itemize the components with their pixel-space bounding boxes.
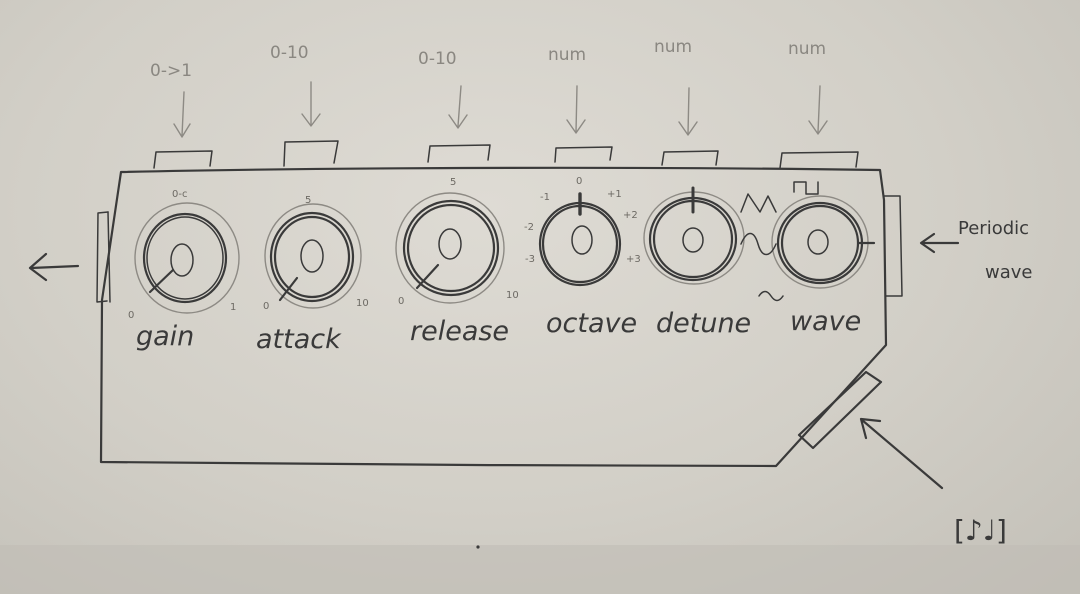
attack-knob-center-glyph — [300, 239, 324, 273]
left-arrow-icon — [28, 252, 80, 282]
octave-input-slot[interactable] — [554, 146, 613, 163]
periodic-wave-input-port[interactable] — [883, 195, 903, 297]
attack-range-note: 0-10 — [270, 43, 309, 63]
release-input-slot[interactable] — [427, 144, 491, 163]
gain-max-mark: 1 — [230, 302, 236, 313]
octave-knob-center-glyph — [571, 225, 593, 255]
release-range-note: 0-10 — [418, 49, 457, 69]
triangle-icon — [758, 290, 784, 302]
gain-min-mark: 0 — [128, 310, 134, 321]
wave-input-slot[interactable] — [779, 151, 859, 169]
sine-icon — [740, 232, 777, 256]
periodic-wave-label-line1: Periodic — [958, 218, 1029, 239]
periodic-wave-arrow-icon — [919, 232, 960, 254]
attack-min-mark: 0 — [263, 301, 269, 312]
octave-mark-minus-3: -3 — [525, 254, 535, 265]
gain-knob-pointer — [148, 268, 175, 294]
release-knob-center-glyph — [438, 228, 462, 260]
release-label: release — [410, 316, 509, 347]
wave-down-arrow-icon — [808, 85, 828, 135]
detune-knob[interactable] — [643, 186, 745, 285]
wave-knob[interactable] — [771, 195, 876, 289]
gain-down-arrow-icon — [173, 91, 191, 138]
detune-knob-center-glyph — [682, 227, 704, 253]
attack-input-slot[interactable] — [283, 140, 339, 167]
gain-knob[interactable] — [134, 202, 240, 314]
octave-label: octave — [546, 308, 637, 339]
attack-max-mark: 10 — [356, 298, 369, 309]
octave-range-note: num — [548, 45, 586, 65]
octave-mark-minus-1: -1 — [540, 192, 550, 203]
octave-mark-plus-1: +1 — [607, 189, 622, 200]
octave-down-arrow-icon — [566, 85, 586, 134]
wave-range-note: num — [788, 39, 826, 59]
detune-down-arrow-icon — [678, 87, 698, 136]
midi-arrow-icon — [859, 417, 944, 490]
pencil-dot — [476, 545, 480, 549]
square-icon — [793, 181, 819, 195]
detune-input-slot[interactable] — [661, 150, 719, 166]
detune-label: detune — [656, 308, 751, 339]
octave-mark-plus-3: +3 — [626, 254, 641, 265]
gain-knob-center-glyph — [170, 243, 194, 277]
detune-range-note: num — [654, 37, 692, 57]
wave-knob-center-glyph — [807, 229, 829, 255]
attack-top-mark: 5 — [305, 195, 311, 206]
attack-knob[interactable] — [264, 203, 362, 309]
gain-label: gain — [136, 321, 194, 352]
midi-port[interactable] — [797, 370, 883, 450]
gain-top-mark: 0-c — [172, 189, 187, 200]
attack-down-arrow-icon — [301, 81, 321, 127]
octave-knob[interactable] — [538, 192, 622, 287]
release-top-mark: 5 — [450, 177, 456, 188]
octave-mark-minus-2: -2 — [524, 222, 534, 233]
release-down-arrow-icon — [448, 85, 468, 129]
paper-shadow — [0, 545, 1080, 594]
release-knob-pointer — [415, 263, 440, 290]
octave-mark-plus-2: +2 — [623, 210, 638, 221]
periodic-wave-label-line2: wave — [985, 262, 1032, 283]
release-max-mark: 10 — [506, 290, 519, 301]
midi-port-label: [♪♩] — [954, 514, 1007, 547]
wave-label: wave — [790, 306, 861, 337]
release-min-mark: 0 — [398, 296, 404, 307]
gain-input-slot[interactable] — [153, 150, 213, 169]
octave-top-mark: 0 — [576, 176, 582, 187]
attack-label: attack — [256, 324, 342, 355]
attack-knob-pointer — [278, 276, 299, 302]
release-knob[interactable] — [395, 192, 505, 304]
sawtooth-icon — [740, 193, 777, 213]
synth-body — [99, 166, 888, 468]
output-port[interactable] — [96, 211, 111, 303]
gain-range-note: 0->1 — [150, 61, 192, 81]
